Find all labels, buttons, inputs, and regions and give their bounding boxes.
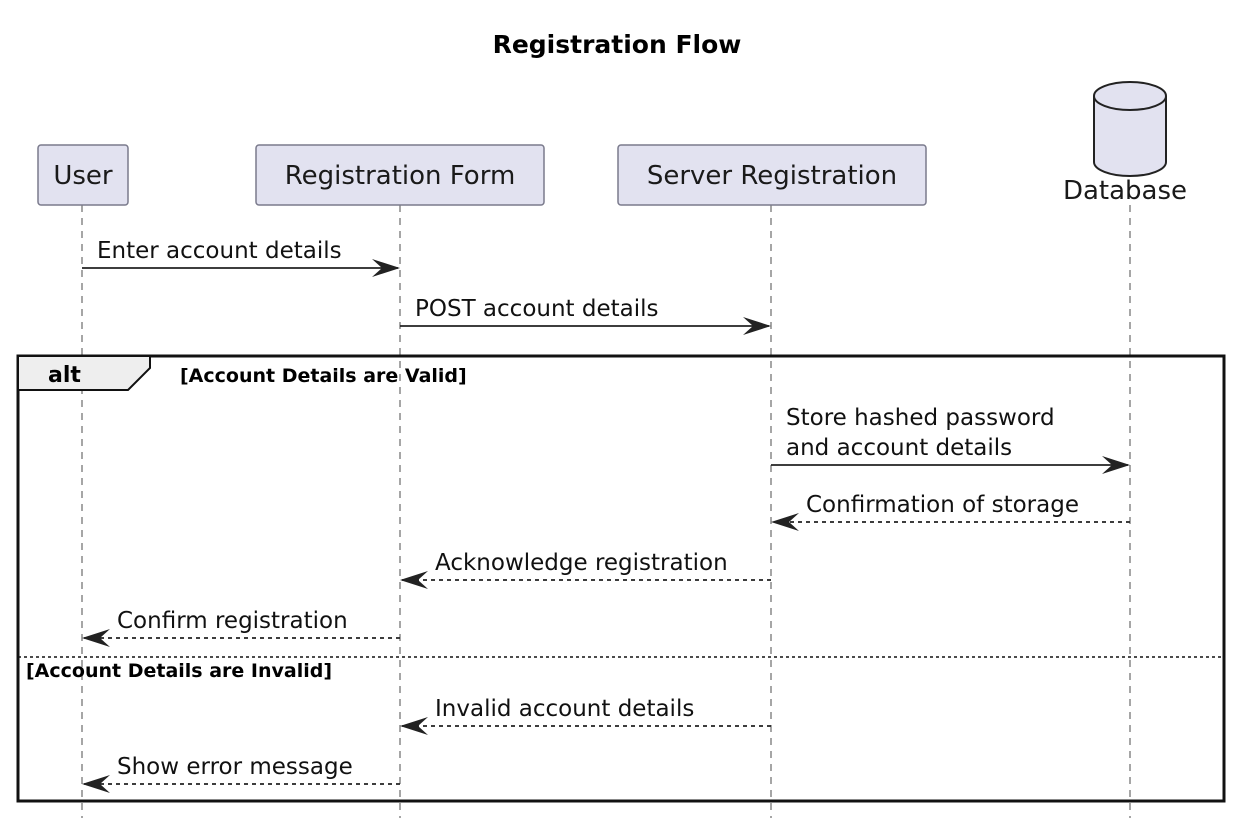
message-label: Show error message [117, 754, 353, 780]
message: Confirmation of storage [771, 492, 1130, 531]
database-icon-top [1093, 81, 1167, 111]
arrowhead-icon [1102, 456, 1130, 474]
participant-label: Server Registration [647, 161, 897, 191]
message-label: Enter account details [97, 238, 342, 264]
arrowhead-icon [82, 775, 110, 793]
diagram-title: Registration Flow [493, 30, 742, 59]
participant-label: User [53, 161, 113, 191]
alt-frame [16, 354, 1226, 803]
message: Store hashed password and account detail… [771, 405, 1130, 474]
message-label: POST account details [415, 296, 659, 322]
message: POST account details [400, 296, 771, 335]
participant-label: Registration Form [285, 161, 516, 191]
arrowhead-icon [82, 629, 110, 647]
participant-db: Database [1063, 81, 1187, 206]
participant-user: User [37, 144, 129, 206]
participant-server: Server Registration [617, 144, 927, 206]
message-label: and account details [786, 435, 1012, 461]
message-label: Acknowledge registration [435, 550, 728, 576]
guard-valid: [Account Details are Valid] [180, 365, 467, 387]
arrowhead-icon [400, 717, 428, 735]
alt-tab [17, 355, 151, 391]
message-label: Confirmation of storage [806, 492, 1079, 518]
arrowhead-icon [743, 317, 771, 335]
arrowhead-icon [771, 513, 799, 531]
arrowhead-icon [400, 571, 428, 589]
participant-box [617, 144, 927, 206]
message: Acknowledge registration [400, 550, 771, 589]
database-icon [1093, 96, 1167, 177]
arrowhead-icon [372, 259, 400, 277]
message: Invalid account details [400, 696, 771, 735]
message-label: Invalid account details [435, 696, 694, 722]
message: Confirm registration [82, 608, 400, 647]
message: Show error message [82, 754, 400, 793]
participants: User Registration Form Server Registration… [37, 81, 1187, 206]
message: Enter account details [82, 238, 400, 277]
participant-form: Registration Form [255, 144, 545, 206]
message-label: Store hashed password [786, 405, 1055, 431]
alt-fragment: alt [Account Details are Valid] [Account D… [16, 354, 1226, 803]
message-label: Confirm registration [117, 608, 348, 634]
participant-box [255, 144, 545, 206]
alt-keyword: alt [48, 363, 81, 388]
lifelines [81, 205, 1131, 818]
participant-label: Database [1063, 176, 1187, 206]
guard-invalid: [Account Details are Invalid] [26, 660, 332, 682]
participant-box [37, 144, 129, 206]
